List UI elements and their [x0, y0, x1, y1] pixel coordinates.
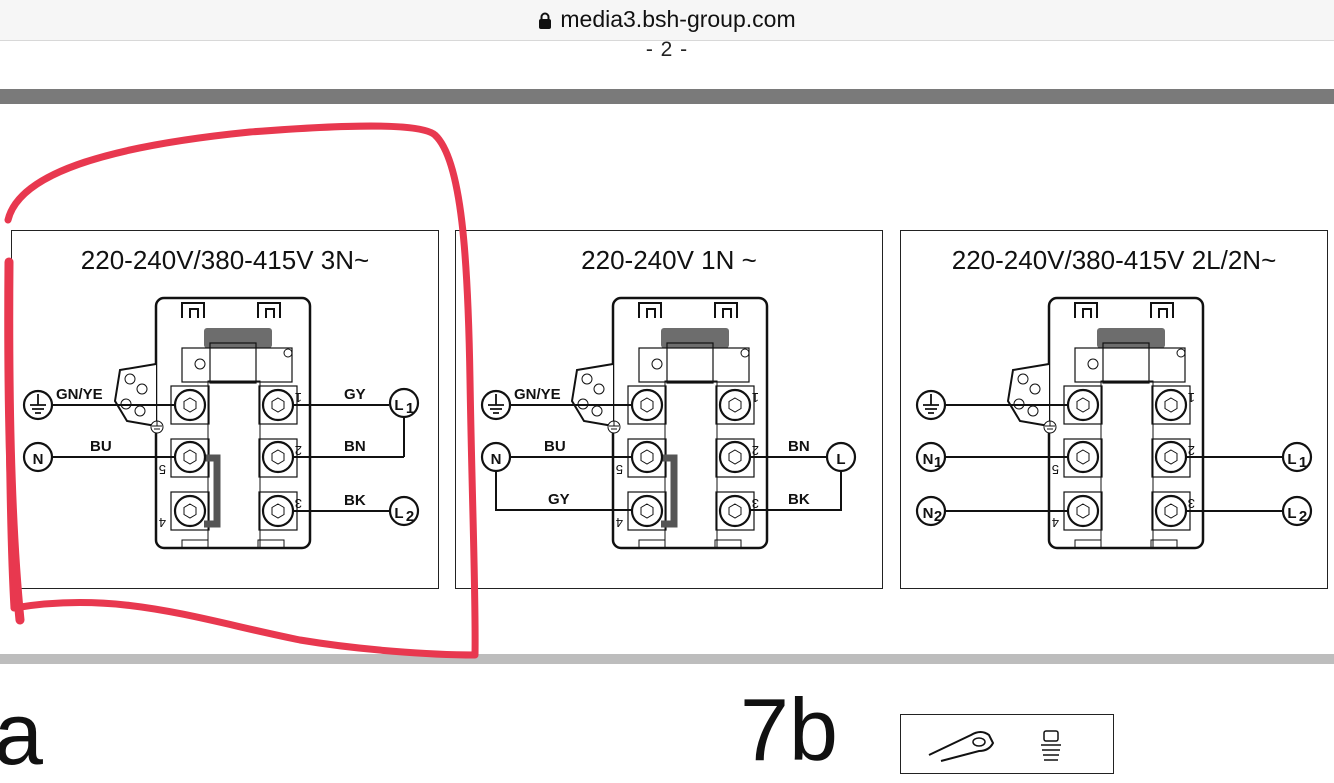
wires [945, 404, 1283, 512]
wire-label-bk: BK [344, 492, 366, 509]
terminal-number-3: 3 [1188, 496, 1195, 511]
svg-text:1: 1 [406, 400, 414, 417]
svg-text:1: 1 [934, 454, 942, 471]
n2-terminal-symbol: N 2 [915, 495, 947, 527]
wire-label-bk: BK [788, 491, 810, 508]
url-display[interactable]: media3.bsh-group.com [0, 6, 1334, 33]
n1-terminal-symbol: N 1 [915, 441, 947, 473]
line-terminal-symbol: L [825, 441, 857, 473]
browser-url-bar[interactable]: media3.bsh-group.com [0, 0, 1334, 41]
l2-terminal-symbol: L 2 [1281, 495, 1313, 527]
terminal-number-4: 4 [616, 515, 623, 530]
wiring-diagram-3n: 1 2 3 5 4 N L 1 L 2 [22, 296, 420, 550]
terminal-number-2: 2 [752, 443, 759, 458]
terminal-numbers: 1 2 3 5 4 [1052, 390, 1195, 530]
terminal-number-5: 5 [616, 462, 623, 477]
bracket-and-screw-icon [928, 730, 1061, 762]
svg-text:L: L [1287, 505, 1296, 522]
svg-text:N: N [33, 451, 44, 468]
terminal-number-2: 2 [1188, 443, 1195, 458]
l2-terminal-symbol: L 2 [388, 495, 420, 527]
svg-text:N: N [491, 451, 502, 468]
wire-label-bn: BN [344, 438, 366, 455]
svg-text:L: L [1287, 451, 1296, 468]
wire-label-gy: GY [344, 386, 366, 403]
step-label-a: a [0, 684, 43, 783]
terminal-screws [630, 388, 752, 528]
wire-label-gnye: GN/YE [56, 386, 103, 403]
ground-symbol [915, 389, 947, 421]
wiring-diagram-1n: 1 2 3 5 4 N L GN/YE BU GY BN BK [480, 296, 857, 550]
terminal-number-1: 1 [752, 390, 759, 405]
neutral-terminal-symbol: N [480, 441, 512, 473]
svg-text:L: L [394, 397, 403, 414]
wiring-panel-1n: 220-240V 1N ~ [455, 230, 883, 589]
terminal-number-1: 1 [295, 390, 302, 405]
svg-text:2: 2 [406, 508, 414, 525]
wire-label-gnye: GN/YE [514, 386, 561, 403]
url-text: media3.bsh-group.com [560, 6, 796, 32]
terminal-number-5: 5 [1052, 462, 1059, 477]
panel-title: 220-240V/380-415V 2L/2N~ [951, 245, 1277, 275]
step-label-7b: 7b [740, 680, 838, 779]
terminal-block [1006, 296, 1205, 550]
wire-label-bn: BN [788, 438, 810, 455]
terminal-screws [1066, 388, 1188, 528]
panel-title: 220-240V 1N ~ [581, 245, 757, 275]
svg-text:1: 1 [1299, 454, 1307, 471]
svg-text:2: 2 [934, 508, 942, 525]
page-number: - 2 - [645, 38, 689, 61]
section-divider-bottom [0, 654, 1334, 664]
terminal-number-1: 1 [1188, 390, 1195, 405]
svg-text:N: N [923, 451, 934, 468]
neutral-terminal-symbol: N [22, 441, 54, 473]
terminal-block [570, 296, 769, 550]
l1-terminal-symbol: L 1 [1281, 441, 1313, 473]
lock-icon [539, 12, 552, 29]
terminal-number-3: 3 [752, 496, 759, 511]
terminal-number-4: 4 [1052, 515, 1059, 530]
wire-label-bu: BU [90, 438, 112, 455]
terminal-number-4: 4 [159, 515, 166, 530]
wire-label-gy: GY [548, 491, 570, 508]
svg-text:L: L [836, 451, 845, 468]
terminal-number-2: 2 [295, 443, 302, 458]
wiring-panel-3n: 220-240V/380-415V 3N~ [11, 230, 439, 589]
l1-terminal-symbol: L 1 [388, 387, 420, 419]
wiring-panel-2l2n: 220-240V/380-415V 2L/2N~ [900, 230, 1328, 589]
mounting-parts-illustration [900, 714, 1114, 774]
svg-text:2: 2 [1299, 508, 1307, 525]
wiring-diagram-2l2n: 1 2 3 5 4 N 1 N 2 L [915, 296, 1313, 550]
bridge-link [661, 454, 678, 528]
section-divider-top [0, 89, 1334, 104]
wire-label-bu: BU [544, 438, 566, 455]
terminal-number-5: 5 [159, 462, 166, 477]
wires [495, 404, 842, 511]
ground-symbol [22, 389, 54, 421]
svg-text:L: L [394, 505, 403, 522]
terminal-number-3: 3 [295, 496, 302, 511]
svg-text:N: N [923, 505, 934, 522]
ground-symbol [480, 389, 512, 421]
terminal-numbers: 1 2 3 5 4 [616, 390, 759, 530]
